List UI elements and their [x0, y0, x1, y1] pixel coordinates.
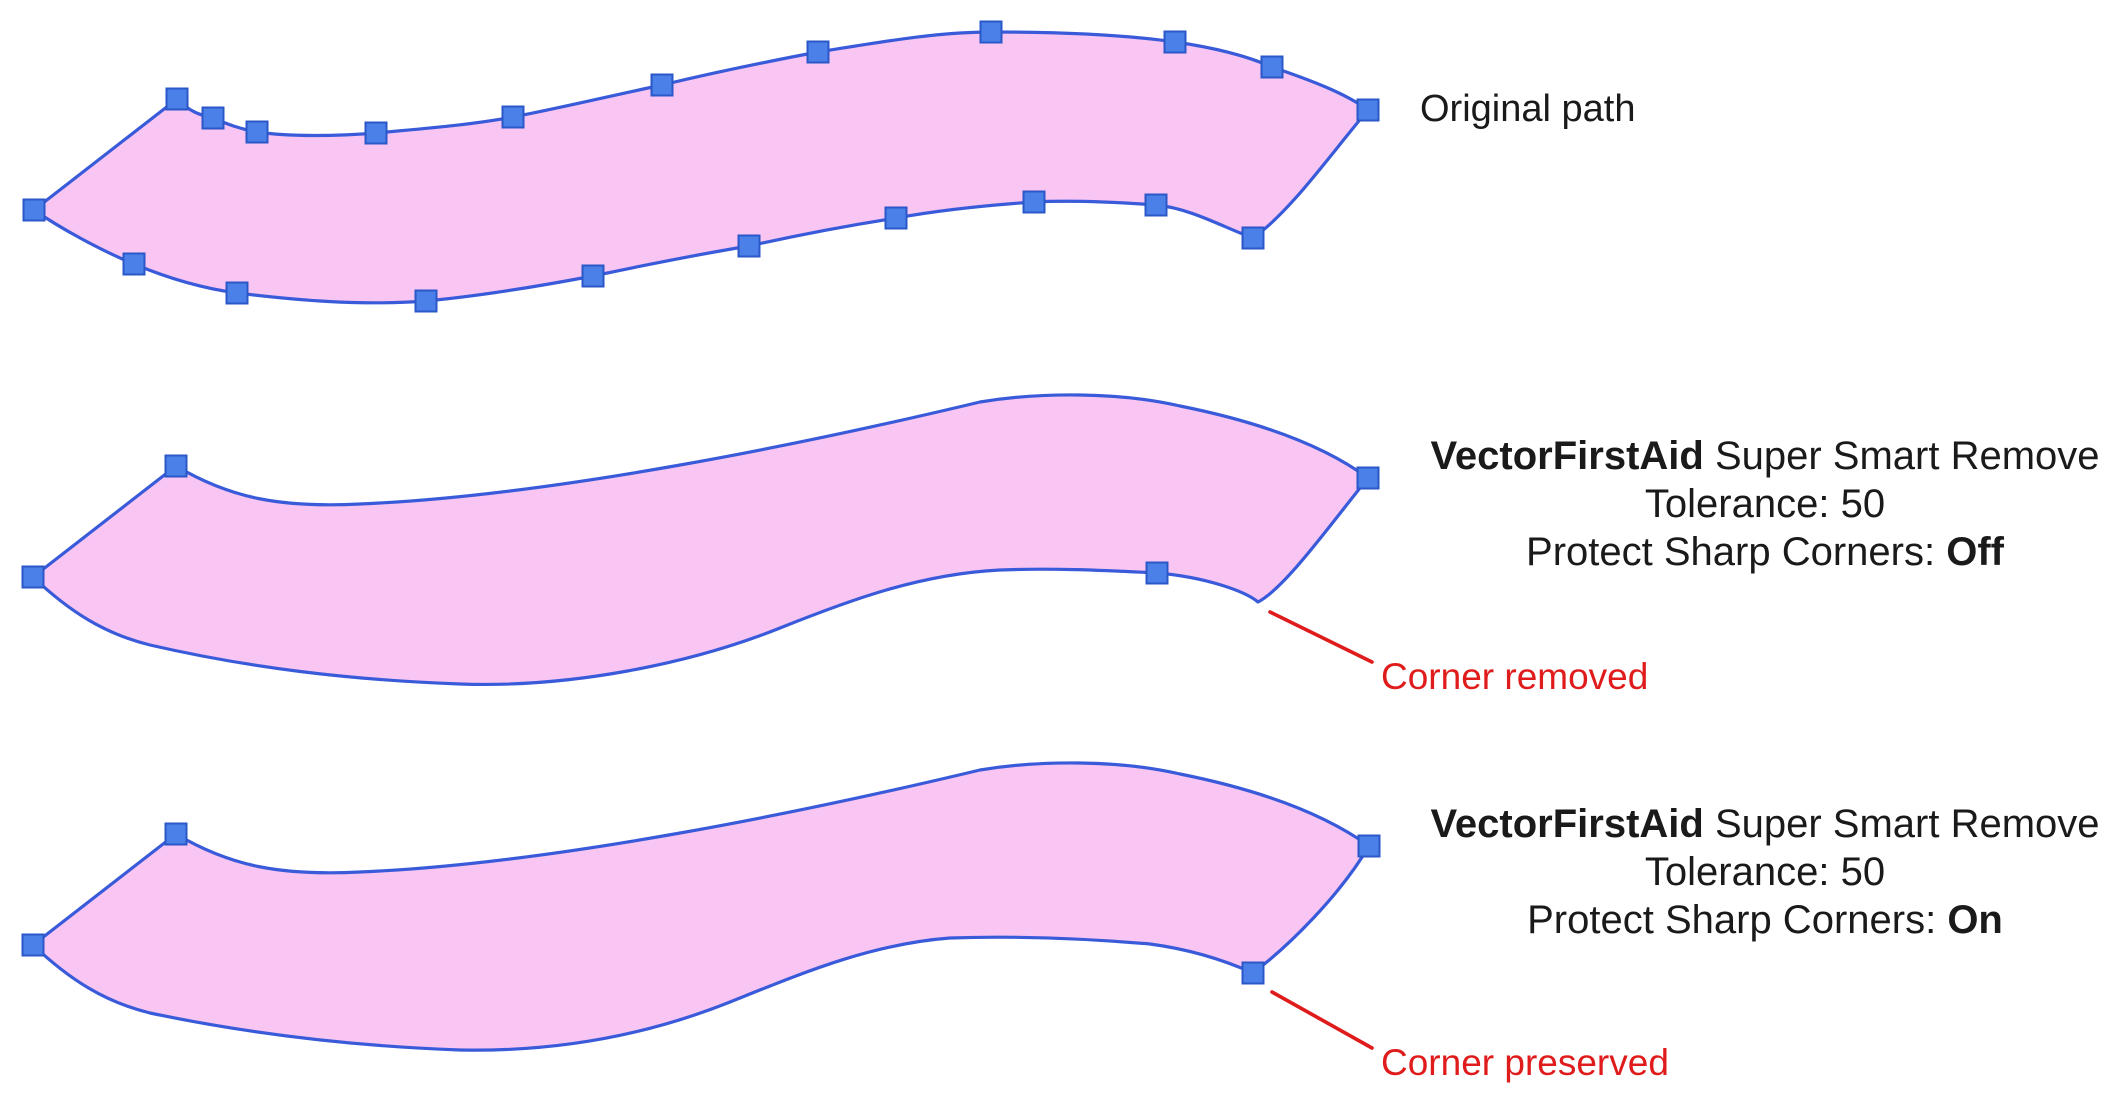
corner-preserved-callout-line — [1270, 990, 1374, 1050]
anchor-point — [164, 822, 188, 846]
anchor-point — [737, 234, 761, 258]
anchor-point — [1145, 561, 1169, 585]
original-path-shape — [32, 30, 1370, 305]
anchor-point — [1022, 190, 1046, 214]
row-original-path — [22, 20, 1380, 313]
caption-off-line-tolerance: Tolerance: 50 — [1644, 482, 1886, 526]
anchor-point — [1241, 961, 1265, 985]
anchor-point — [806, 40, 830, 64]
caption-off-line-protect: Protect Sharp Corners: Off — [1406, 528, 2124, 576]
anchor-point — [581, 264, 605, 288]
anchor-point — [1144, 193, 1168, 217]
anchor-point — [1260, 55, 1284, 79]
original-path-anchor-points — [22, 20, 1380, 313]
anchor-point — [21, 565, 45, 589]
anchor-point — [364, 121, 388, 145]
anchor-point — [22, 198, 46, 222]
protect-label: Protect Sharp Corners: — [1526, 530, 1947, 574]
anchor-point — [21, 933, 45, 957]
protect-value-off: Off — [1946, 530, 2004, 574]
anchor-point — [414, 289, 438, 313]
corner-removed-callout-line — [1268, 610, 1374, 664]
brand-name: VectorFirstAid — [1430, 434, 1704, 478]
anchor-point — [979, 20, 1003, 44]
anchor-point — [1357, 834, 1381, 858]
caption-on-line-tolerance: Tolerance: 50 — [1644, 850, 1886, 894]
anchor-point — [1241, 226, 1265, 250]
anchor-point — [122, 252, 146, 276]
smoothed-path-off-shape — [31, 393, 1370, 687]
smart-remove-on-caption: VectorFirstAid Super Smart Remove Tolera… — [1406, 800, 2124, 944]
original-path-label: Original path — [1420, 88, 1636, 130]
anchor-point — [165, 87, 189, 111]
caption-off-line-title: VectorFirstAid Super Smart Remove — [1406, 432, 2124, 480]
row-corners-off — [21, 393, 1380, 687]
anchor-point — [245, 120, 269, 144]
protect-value-on: On — [1947, 898, 2003, 942]
caption-on-line-title: VectorFirstAid Super Smart Remove — [1406, 800, 2124, 848]
smoothed-path-on-anchor-points — [21, 822, 1381, 985]
caption-on-line-protect: Protect Sharp Corners: On — [1406, 896, 2124, 944]
anchor-point — [501, 105, 525, 129]
corner-preserved-label: Corner preserved — [1381, 1042, 1669, 1083]
smoothed-path-off-anchor-points — [21, 454, 1380, 589]
anchor-point — [1163, 30, 1187, 54]
corner-removed-label: Corner removed — [1381, 656, 1649, 697]
smoothed-path-on-shape — [31, 761, 1371, 1052]
anchor-point — [884, 206, 908, 230]
caption-title-rest: Super Smart Remove — [1703, 802, 2100, 846]
row-corners-on — [21, 761, 1381, 1052]
anchor-point — [650, 73, 674, 97]
brand-name: VectorFirstAid — [1430, 802, 1704, 846]
anchor-point — [1356, 98, 1380, 122]
protect-label: Protect Sharp Corners: — [1527, 898, 1948, 942]
anchor-point — [1356, 466, 1380, 490]
anchor-point — [201, 106, 225, 130]
smart-remove-off-caption: VectorFirstAid Super Smart Remove Tolera… — [1406, 432, 2124, 576]
caption-title-rest: Super Smart Remove — [1703, 434, 2100, 478]
anchor-point — [225, 281, 249, 305]
anchor-point — [164, 454, 188, 478]
